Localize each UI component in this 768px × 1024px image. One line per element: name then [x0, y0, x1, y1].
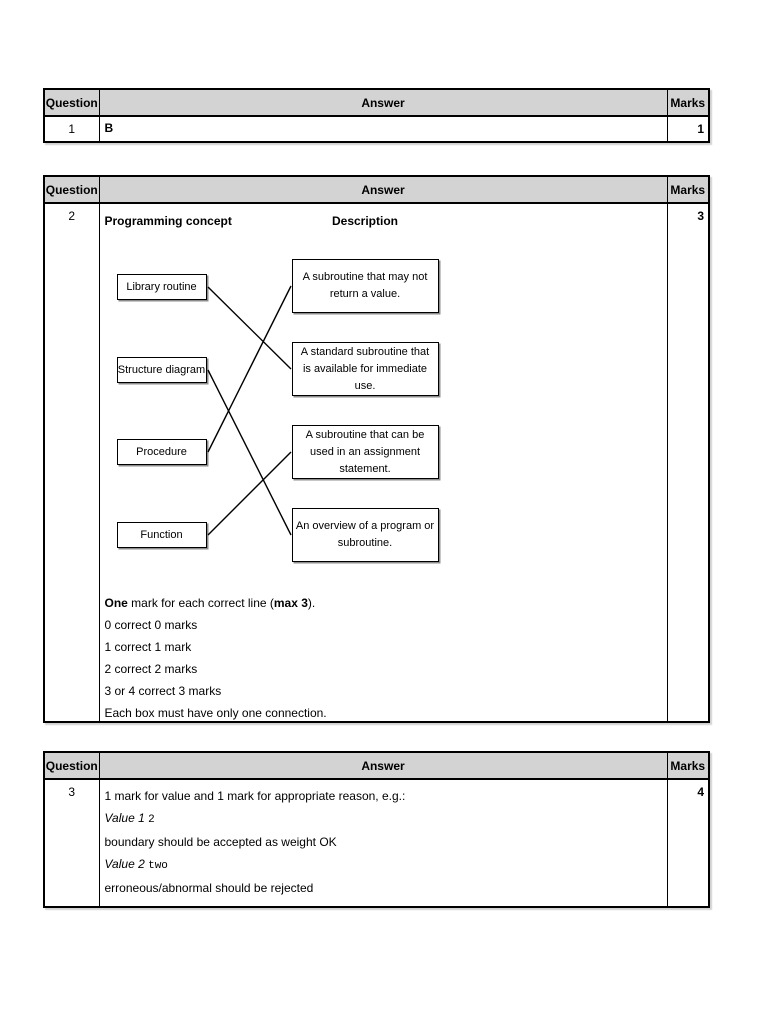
question-column-header: Question — [43, 751, 100, 780]
question-number: 1 — [43, 115, 100, 143]
marks-value: 3 — [666, 202, 710, 723]
question-number: 2 — [43, 202, 100, 723]
note-line: 1 correct 1 mark — [105, 636, 327, 658]
description-box: A subroutine that can be used in an assi… — [291, 425, 439, 479]
note-line-segment: max 3 — [273, 596, 308, 610]
marks-value: 4 — [666, 778, 710, 908]
match-line — [206, 369, 292, 536]
question-number: 3 — [43, 778, 100, 908]
note-line-segment: 0 correct 0 marks — [104, 618, 198, 632]
answer-column-header: Answer — [98, 88, 668, 117]
note-line-segment: 3 or 4 correct 3 marks — [104, 684, 222, 698]
answer-line-segment: 2 — [148, 814, 155, 826]
answer-line-segment: erroneous/abnormal should be rejected — [104, 881, 314, 895]
answer-text: B — [98, 115, 668, 143]
question-2-table: Question Answer Marks 2 Programming conc… — [43, 175, 710, 723]
marks-column-header: Marks — [666, 175, 710, 204]
answer-column-header: Answer — [98, 175, 668, 204]
header-row: Question Answer Marks — [43, 751, 710, 780]
marking-notes: One mark for each correct line (max 3). 0… — [105, 592, 327, 724]
description-box: An overview of a program or subroutine. — [291, 508, 439, 562]
table-row: 3 1 mark for value and 1 mark for approp… — [43, 778, 710, 908]
match-line — [207, 286, 291, 370]
header-row: Question Answer Marks — [43, 88, 710, 117]
description-heading: Description — [331, 214, 398, 228]
description-box: A standard subroutine that is available … — [291, 342, 439, 396]
description-box: A subroutine that may not return a value… — [291, 259, 439, 313]
note-line-segment: 1 correct 1 mark — [104, 640, 192, 654]
note-line: One mark for each correct line (max 3). — [105, 592, 327, 614]
answer-column-header: Answer — [98, 751, 668, 780]
answer-text-cell: 1 mark for value and 1 mark for appropri… — [98, 778, 668, 908]
question-column-header: Question — [43, 88, 100, 117]
programming-concept-heading: Programming concept — [104, 214, 232, 228]
answer-diagram-cell: Programming concept Description Library … — [98, 202, 668, 724]
note-line-segment: 2 correct 2 marks — [104, 662, 198, 676]
concept-box: Library routine — [116, 274, 207, 300]
answer-line-segment: two — [148, 860, 168, 872]
note-line-segment: Each box must have only one connection. — [104, 706, 327, 720]
concept-box: Procedure — [116, 439, 207, 465]
header-row: Question Answer Marks — [43, 175, 710, 204]
answer-line: erroneous/abnormal should be rejected — [105, 877, 662, 899]
note-line: 0 correct 0 marks — [105, 614, 327, 636]
answer-line: 1 mark for value and 1 mark for appropri… — [105, 785, 662, 807]
answer-line-segment: boundary should be accepted as weight OK — [104, 835, 337, 849]
question-1-table: Question Answer Marks 1 B 1 — [43, 88, 710, 143]
answer-line-segment: Value 2 — [104, 857, 145, 871]
concept-box: Structure diagram — [116, 357, 207, 383]
marks-column-header: Marks — [666, 88, 710, 117]
note-line-segment: mark for each correct line ( — [127, 596, 274, 610]
concept-box: Function — [116, 522, 207, 548]
note-line-segment: One — [104, 596, 128, 610]
answer-line-segment: Value 1 — [104, 811, 145, 825]
question-column-header: Question — [43, 175, 100, 204]
marks-value: 1 — [666, 115, 710, 143]
note-line-segment: ). — [307, 596, 316, 610]
note-line: Each box must have only one connection. — [105, 702, 327, 724]
match-line — [207, 451, 291, 536]
table-row: 1 B 1 — [43, 115, 710, 143]
note-line: 2 correct 2 marks — [105, 658, 327, 680]
marks-column-header: Marks — [666, 751, 710, 780]
answer-line: boundary should be accepted as weight OK — [105, 831, 662, 853]
answer-line: Value 2 two — [105, 853, 662, 877]
question-3-table: Question Answer Marks 3 1 mark for value… — [43, 751, 710, 908]
match-line — [206, 285, 292, 453]
answer-line: Value 1 2 — [105, 807, 662, 831]
table-row: 2 Programming concept Description Librar… — [43, 202, 710, 724]
note-line: 3 or 4 correct 3 marks — [105, 680, 327, 702]
answer-line-segment: 1 mark for value and 1 mark for appropri… — [104, 789, 406, 803]
